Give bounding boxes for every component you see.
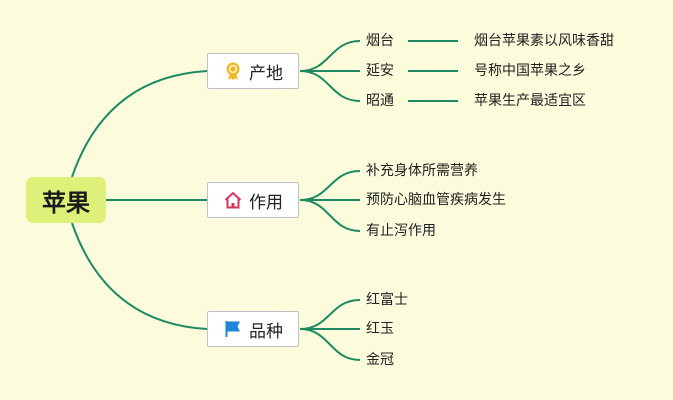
connector-root-variety xyxy=(71,222,208,330)
leaf-variety-3[interactable]: 金冠 xyxy=(366,352,394,368)
leaf-origin-detail-3[interactable]: 苹果生产最适宜区 xyxy=(474,93,586,109)
leaf-origin-1[interactable]: 烟台 xyxy=(366,33,394,49)
branch-function[interactable]: 作用 xyxy=(207,182,299,218)
connector-variety-3 xyxy=(299,328,361,361)
house-icon xyxy=(223,190,243,210)
leaf-origin-2[interactable]: 延安 xyxy=(366,63,394,79)
connector-origin-1 xyxy=(299,40,361,72)
leaf-origin-detail-2[interactable]: 号称中国苹果之乡 xyxy=(474,63,586,79)
root-node[interactable]: 苹果 xyxy=(26,177,106,223)
connector-origin-3 xyxy=(299,70,361,102)
leaf-variety-1[interactable]: 红富士 xyxy=(366,292,408,308)
flag-icon xyxy=(223,319,243,339)
connector-function-1 xyxy=(299,170,361,201)
branch-variety-label: 品种 xyxy=(249,321,283,342)
branch-function-label: 作用 xyxy=(249,192,283,213)
leaf-function-3[interactable]: 有止泻作用 xyxy=(366,223,436,239)
branch-origin[interactable]: 产地 xyxy=(207,53,299,89)
leaf-function-2[interactable]: 预防心脑血管疾病发生 xyxy=(366,192,506,208)
leaf-origin-detail-1[interactable]: 烟台苹果素以风味香甜 xyxy=(474,33,614,49)
leaf-origin-3[interactable]: 昭通 xyxy=(366,93,394,109)
root-label: 苹果 xyxy=(42,188,90,217)
award-ribbon-icon xyxy=(223,61,243,81)
connector-root-origin xyxy=(71,70,208,178)
branch-origin-label: 产地 xyxy=(249,63,283,84)
connector-function-3 xyxy=(299,199,361,232)
connector-variety-1 xyxy=(299,299,361,330)
branch-variety[interactable]: 品种 xyxy=(207,311,299,347)
leaf-variety-2[interactable]: 红玉 xyxy=(366,321,394,337)
leaf-function-1[interactable]: 补充身体所需营养 xyxy=(366,163,478,179)
